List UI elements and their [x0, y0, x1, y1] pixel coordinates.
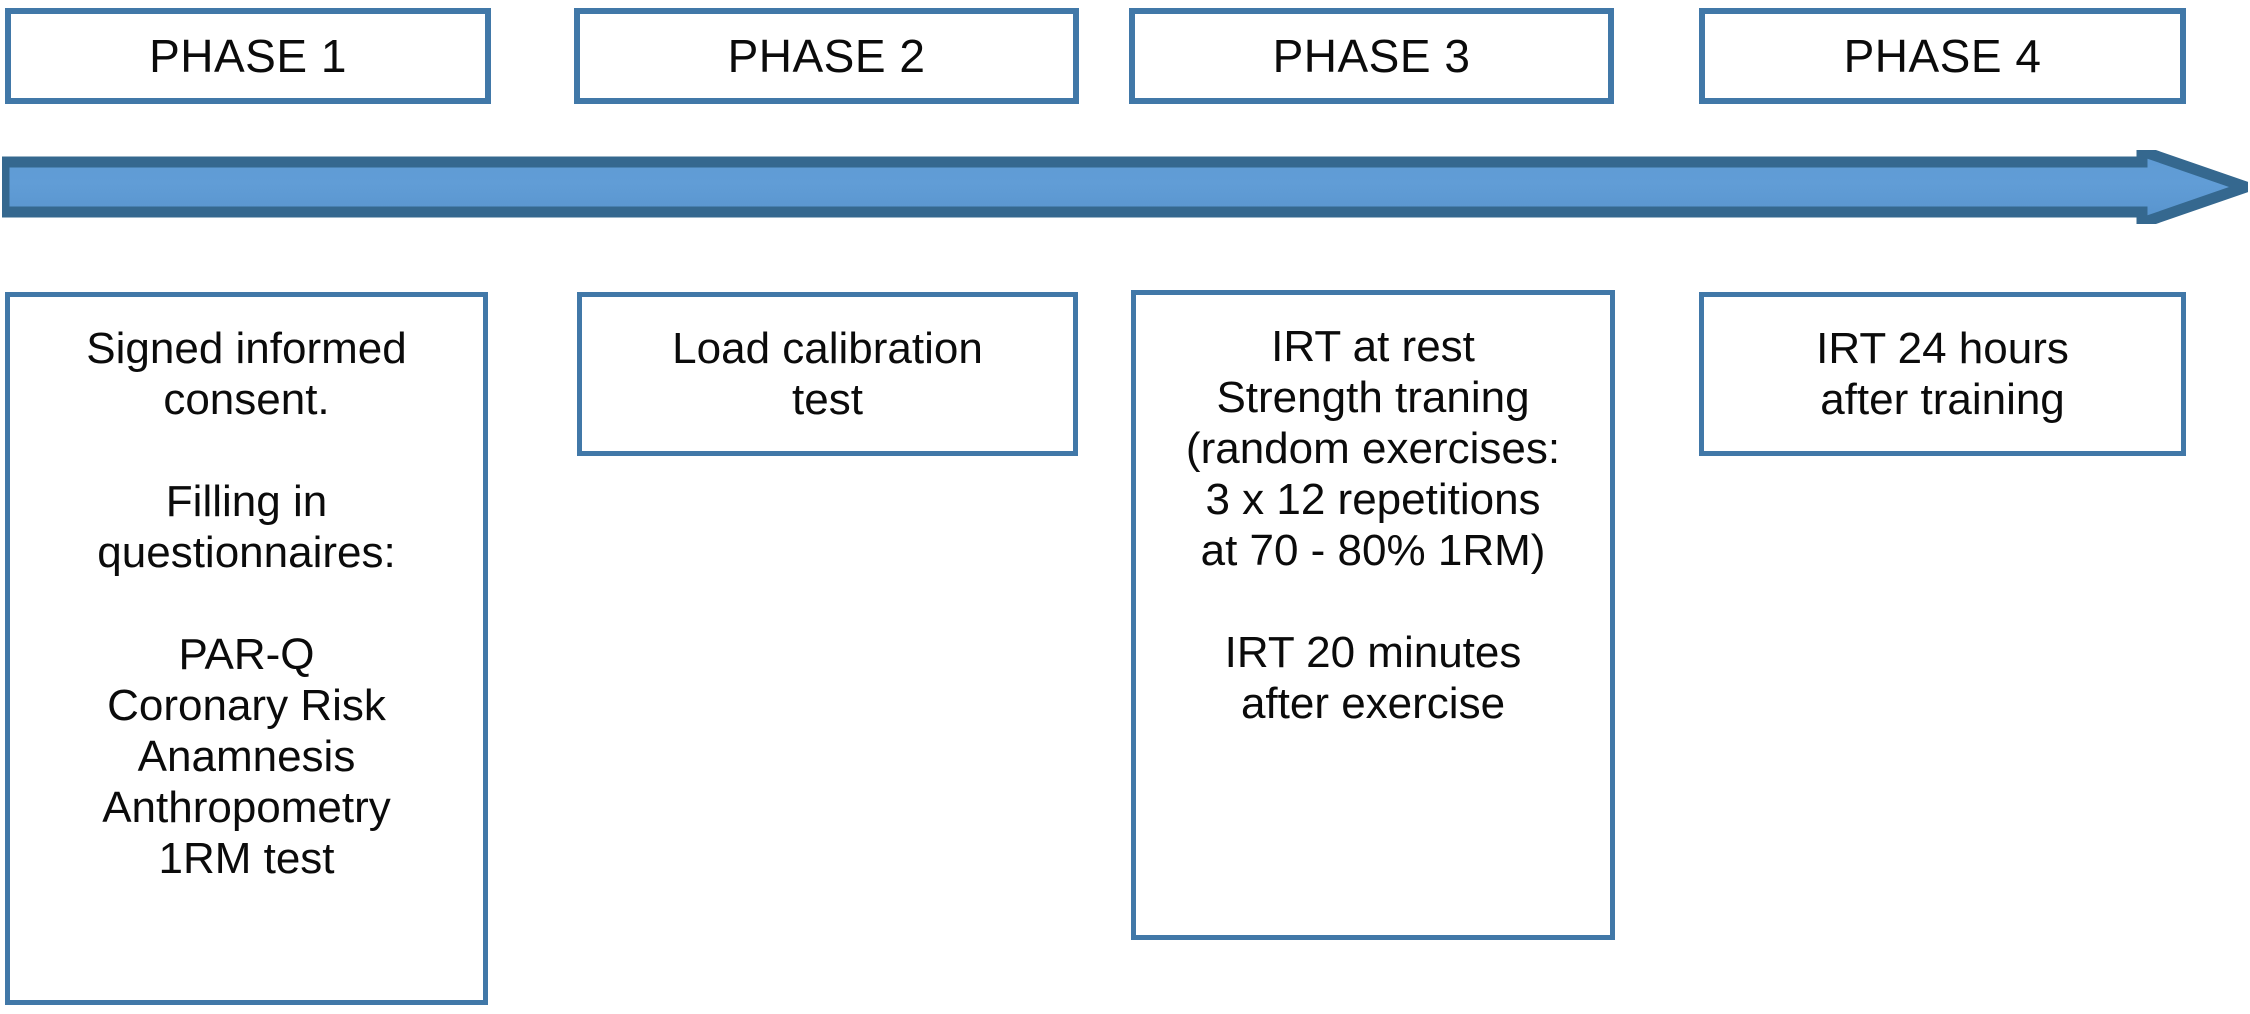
phase-content-text-2: Load calibration test [672, 324, 983, 425]
phase-content-text-1: Signed informed consent. Filling in ques… [86, 324, 407, 884]
phase-header-box-1: PHASE 1 [5, 8, 491, 104]
phase-header-label-4: PHASE 4 [1843, 29, 2042, 82]
phase-content-text-3: IRT at rest Strength traning (random exe… [1185, 322, 1561, 729]
phase-content-box-3: IRT at rest Strength traning (random exe… [1131, 290, 1615, 940]
phase-content-box-1: Signed informed consent. Filling in ques… [5, 292, 488, 1005]
phase-header-label-3: PHASE 3 [1272, 29, 1471, 82]
phase-header-label-2: PHASE 2 [727, 29, 926, 82]
right-arrow-icon [2, 150, 2248, 224]
phase-content-text-4: IRT 24 hours after training [1816, 324, 2069, 425]
phase-header-label-1: PHASE 1 [149, 29, 347, 82]
phase-header-box-3: PHASE 3 [1129, 8, 1614, 104]
phase-header-box-2: PHASE 2 [574, 8, 1079, 104]
phase-content-box-2: Load calibration test [577, 292, 1078, 456]
phase-content-box-4: IRT 24 hours after training [1699, 292, 2186, 456]
phase-header-box-4: PHASE 4 [1699, 8, 2186, 104]
timeline-arrow [2, 150, 2248, 224]
